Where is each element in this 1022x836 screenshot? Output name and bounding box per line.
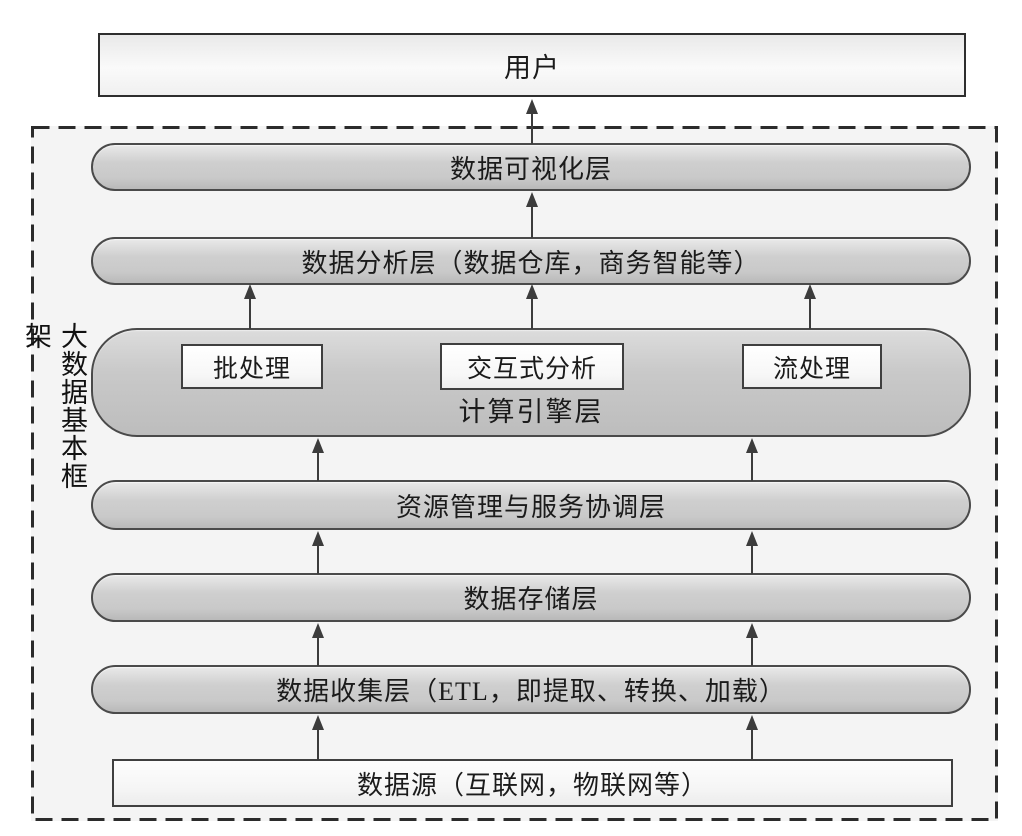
up-arrow-resource-to-engine-left [311, 438, 325, 481]
layer-resource-management: 资源管理与服务协调层 [91, 480, 971, 530]
up-arrow-visualization-to-user [525, 99, 539, 144]
layer-analysis: 数据分析层（数据仓库，商务智能等） [91, 237, 971, 285]
engine-module-batch: 批处理 [181, 344, 323, 389]
frame-title-vertical: 大数据基本框架 [21, 322, 87, 490]
engine-module-interactive: 交互式分析 [440, 343, 624, 390]
layer-collection: 数据收集层（ETL，即提取、转换、加载） [91, 665, 971, 714]
up-arrow-batch-to-analysis [243, 284, 257, 329]
framework-dashed-border [31, 126, 998, 821]
up-arrow-source-to-collection-right [745, 715, 759, 760]
engine-layer-label: 计算引擎层 [458, 397, 604, 427]
up-arrow-collection-to-storage-left [311, 623, 325, 666]
up-arrow-analysis-to-visualization [525, 192, 539, 238]
up-arrow-resource-to-engine-right [745, 438, 759, 481]
data-source-box: 数据源（互联网，物联网等） [112, 759, 953, 807]
up-arrow-source-to-collection-left [311, 715, 325, 760]
up-arrow-storage-to-resource-right [745, 531, 759, 574]
user-box: 用户 [98, 33, 966, 97]
engine-module-stream: 流处理 [742, 344, 882, 389]
up-arrow-storage-to-resource-left [311, 531, 325, 574]
up-arrow-collection-to-storage-right [745, 623, 759, 666]
layer-compute-engine: 批处理 交互式分析 流处理 计算引擎层 [91, 328, 971, 437]
layer-storage: 数据存储层 [91, 573, 971, 622]
layer-visualization: 数据可视化层 [91, 143, 971, 191]
up-arrow-interactive-to-analysis [525, 284, 539, 329]
up-arrow-stream-to-analysis [803, 284, 817, 329]
